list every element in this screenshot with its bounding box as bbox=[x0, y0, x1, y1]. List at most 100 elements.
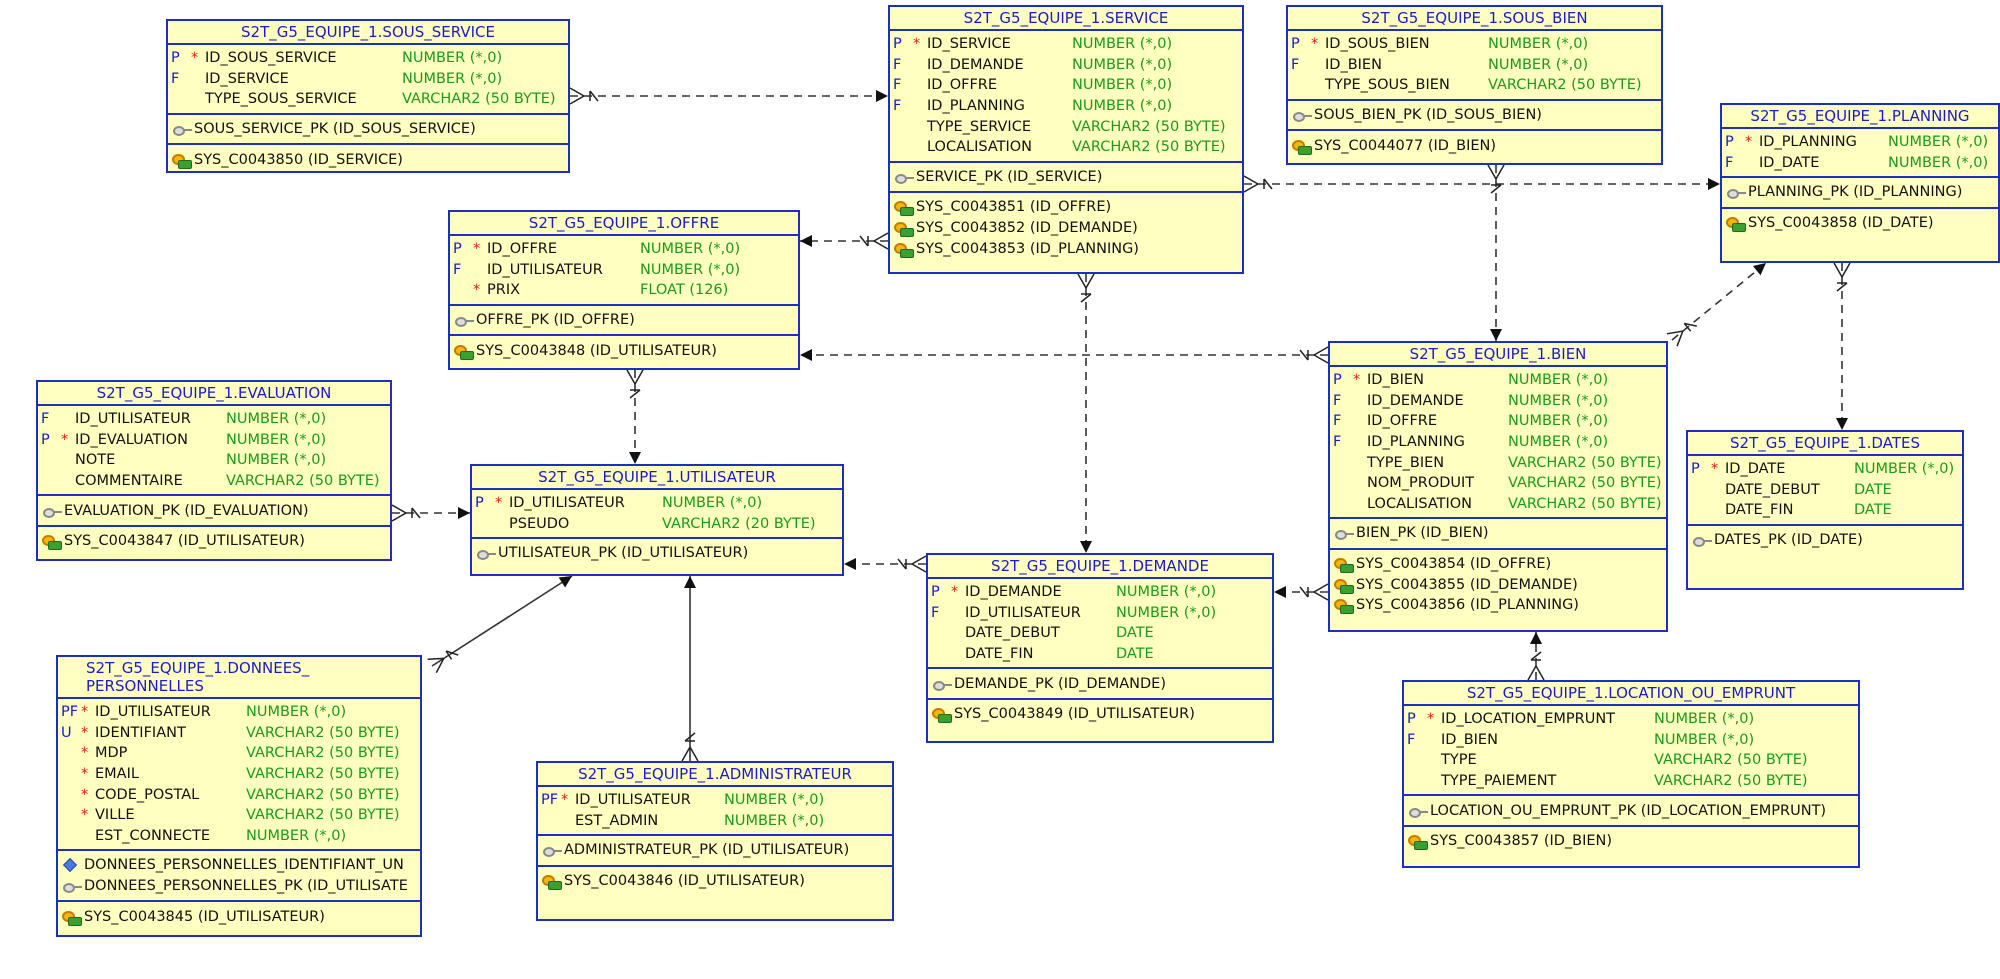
relationship-service-to-planning[interactable] bbox=[1243, 175, 1720, 193]
relationship-location-to-bien[interactable] bbox=[1527, 632, 1545, 681]
constraint-row[interactable]: SYS_C0043853 (ID_PLANNING) bbox=[890, 238, 1242, 259]
constraint-row[interactable]: EVALUATION_PK (ID_EVALUATION) bbox=[38, 500, 390, 521]
relationship-sous_service-to-service[interactable] bbox=[569, 87, 888, 105]
constraint-row[interactable]: SOUS_BIEN_PK (ID_SOUS_BIEN) bbox=[1288, 105, 1661, 126]
constraint-row[interactable]: SYS_C0043858 (ID_DATE) bbox=[1722, 213, 1998, 234]
constraint-row[interactable]: SYS_C0043855 (ID_DEMANDE) bbox=[1330, 574, 1666, 595]
constraint-row[interactable]: SYS_C0043851 (ID_OFFRE) bbox=[890, 197, 1242, 218]
relationship-sous_bien-to-bien[interactable] bbox=[1487, 164, 1505, 341]
constraint-row[interactable]: SYS_C0043847 (ID_UTILISATEUR) bbox=[38, 531, 390, 552]
constraint-row[interactable]: SOUS_SERVICE_PK (ID_SOUS_SERVICE) bbox=[168, 119, 568, 140]
constraint-row[interactable]: SYS_C0043850 (ID_SERVICE) bbox=[168, 149, 568, 170]
relationship-offre-to-utilisateur[interactable] bbox=[626, 369, 644, 464]
relationship-bien-to-planning[interactable] bbox=[1666, 262, 1767, 347]
relationship-bien-to-offre[interactable] bbox=[800, 346, 1329, 364]
constraint-row[interactable]: SYS_C0043849 (ID_UTILISATEUR) bbox=[928, 704, 1272, 725]
constraint-row[interactable]: SYS_C0043856 (ID_PLANNING) bbox=[1330, 595, 1666, 616]
constraint-row[interactable]: SYS_C0044077 (ID_BIEN) bbox=[1288, 135, 1661, 156]
constraint-row[interactable]: DONNEES_PERSONNELLES_IDENTIFIANT_UN bbox=[58, 855, 420, 876]
relationship-administrateur-to-utilisateur[interactable] bbox=[681, 576, 699, 762]
constraint-row[interactable]: DONNEES_PERSONNELLES_PK (ID_UTILISATE bbox=[58, 876, 420, 897]
constraint-row[interactable]: OFFRE_PK (ID_OFFRE) bbox=[450, 310, 798, 331]
constraint-row[interactable]: SYS_C0043846 (ID_UTILISATEUR) bbox=[538, 871, 892, 892]
constraint-row[interactable]: LOCATION_OU_EMPRUNT_PK (ID_LOCATION_EMPR… bbox=[1404, 800, 1858, 821]
constraint-row[interactable]: SYS_C0043857 (ID_BIEN) bbox=[1404, 831, 1858, 852]
relationship-service-to-offre[interactable] bbox=[800, 232, 889, 250]
constraint-row[interactable]: SERVICE_PK (ID_SERVICE) bbox=[890, 167, 1242, 188]
constraint-row[interactable]: DATES_PK (ID_DATE) bbox=[1688, 530, 1962, 551]
constraint-row[interactable]: SYS_C0043845 (ID_UTILISATEUR) bbox=[58, 906, 420, 927]
relationship-bien-to-demande[interactable] bbox=[1274, 583, 1329, 601]
relationship-donnees-to-utilisateur[interactable] bbox=[427, 575, 573, 674]
constraint-row[interactable]: BIEN_PK (ID_BIEN) bbox=[1330, 523, 1666, 544]
constraint-row[interactable]: UTILISATEUR_PK (ID_UTILISATEUR) bbox=[472, 543, 842, 564]
relationship-service-to-demande[interactable] bbox=[1077, 273, 1095, 553]
constraint-row[interactable]: ADMINISTRATEUR_PK (ID_UTILISATEUR) bbox=[538, 840, 892, 861]
constraint-row[interactable]: DEMANDE_PK (ID_DEMANDE) bbox=[928, 673, 1272, 694]
relationship-demande-to-utilisateur[interactable] bbox=[844, 555, 927, 573]
constraint-row[interactable]: SYS_C0043852 (ID_DEMANDE) bbox=[890, 218, 1242, 239]
constraint-row[interactable]: PLANNING_PK (ID_PLANNING) bbox=[1722, 182, 1998, 203]
relationship-evaluation-to-utilisateur[interactable] bbox=[391, 504, 470, 522]
constraint-row[interactable]: SYS_C0043854 (ID_OFFRE) bbox=[1330, 554, 1666, 575]
constraint-row[interactable]: SYS_C0043848 (ID_UTILISATEUR) bbox=[450, 340, 798, 361]
